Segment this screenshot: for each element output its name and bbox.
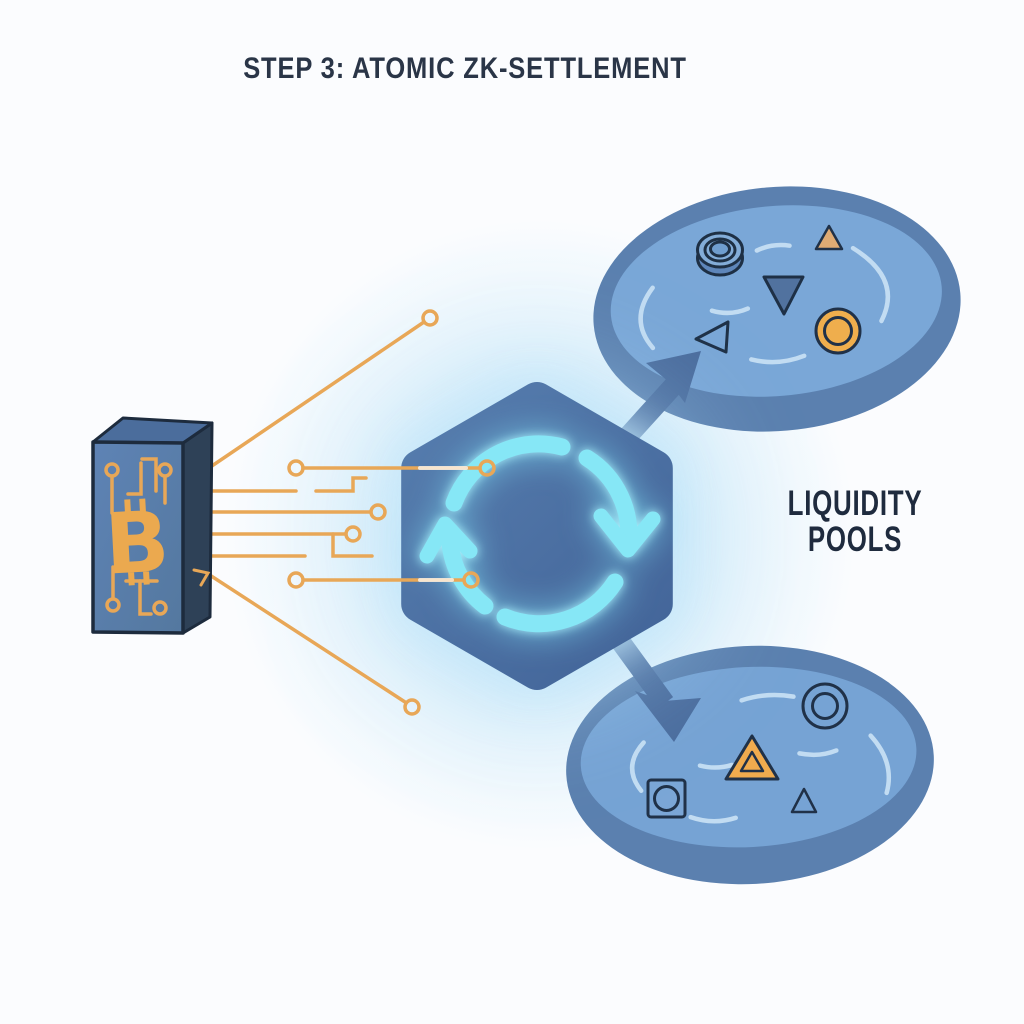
triangle-orange-nested-token-icon	[724, 734, 780, 781]
double-ring-outline-token-icon	[801, 682, 849, 730]
triangle-navy-down-token-icon	[762, 275, 805, 316]
square-circle-token-icon	[646, 778, 687, 819]
ring-3d-token-icon	[696, 231, 744, 277]
page-title: STEP 3: ATOMIC ZK-SETTLEMENT	[243, 52, 687, 85]
liquidity-pools-label: LIQUIDITY POOLS	[788, 486, 923, 558]
bitcoin-circuit-block-icon: B	[91, 416, 214, 635]
chevron-down-icon	[593, 508, 661, 558]
triangle-outline-left-token-icon	[694, 320, 730, 354]
chevron-up-icon	[419, 516, 478, 564]
cycle-arrows-icon	[419, 435, 661, 633]
circuit-nodes	[287, 309, 496, 716]
block-side-face	[181, 421, 214, 635]
bottom-pool-swirls	[629, 692, 892, 824]
bitcoin-symbol: B	[103, 492, 172, 593]
coin-orange-token-icon	[814, 307, 862, 355]
block-front-face	[91, 440, 185, 635]
top-liquidity-pool	[593, 186, 961, 432]
triangle-outline-small-token-icon	[790, 787, 818, 814]
bitcoin-icon: B	[103, 492, 172, 593]
liquidity-pools-label-line2: POOLS	[807, 520, 903, 559]
triangle-tan-token-icon	[814, 224, 844, 251]
liquidity-pools-label-line1: LIQUIDITY	[787, 484, 923, 523]
signal-line-fades	[418, 466, 468, 582]
top-pool-swirls	[638, 242, 891, 365]
